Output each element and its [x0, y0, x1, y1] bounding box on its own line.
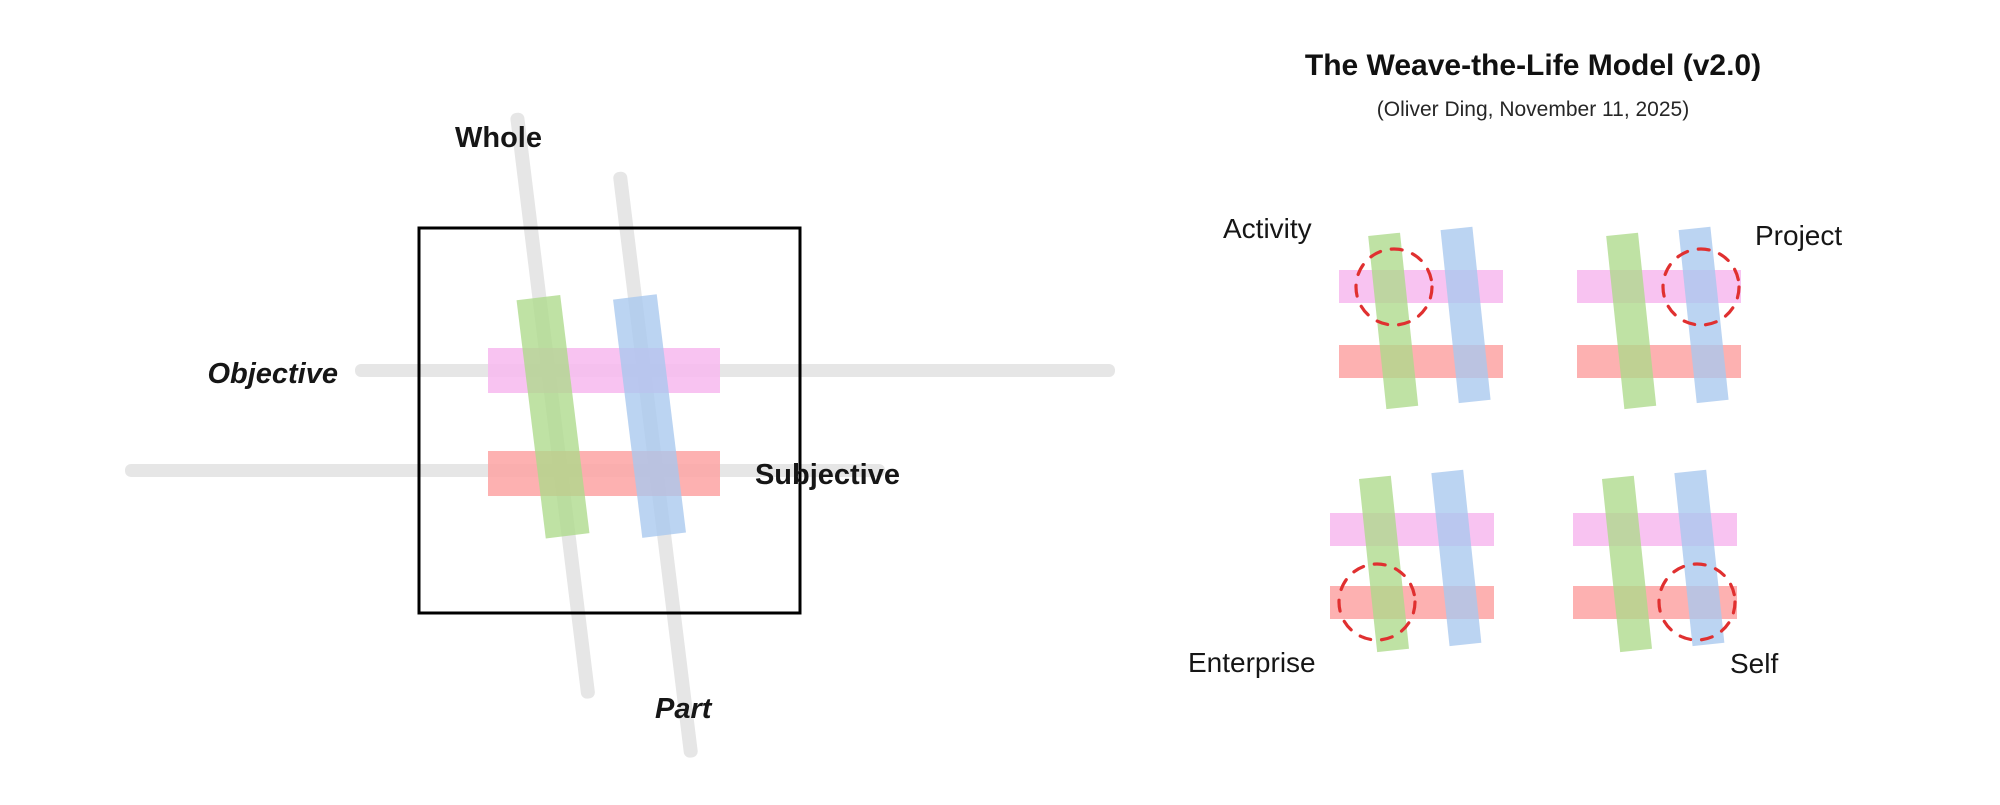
panel-project-highlight-circle — [1661, 247, 1741, 327]
panel-project-label: Project — [1755, 220, 1842, 251]
panel-self[interactable]: Self — [1573, 469, 1778, 679]
main-diagram-group: Whole Objective Subjective Part — [125, 112, 1115, 758]
panel-self-part-strand — [1674, 469, 1725, 647]
main-frame — [417, 226, 802, 615]
panel-enterprise-highlight-circle — [1337, 562, 1417, 642]
subjective-band — [488, 451, 720, 496]
panel-activity-highlight-circle — [1354, 247, 1434, 327]
panel-self-whole-strand — [1601, 475, 1652, 653]
header-group: The Weave-the-Life Model (v2.0) (Oliver … — [1305, 49, 1761, 121]
panel-activity[interactable]: Activity — [1223, 213, 1503, 410]
panel-activity-part-strand — [1440, 226, 1491, 404]
panel-enterprise-part-strand — [1431, 469, 1482, 647]
panel-self-label: Self — [1730, 648, 1778, 679]
panel-enterprise-label: Enterprise — [1188, 647, 1316, 678]
panel-project-whole-strand — [1606, 232, 1657, 410]
panel-activity-label: Activity — [1223, 213, 1312, 244]
objective-band — [488, 348, 720, 393]
label-part: Part — [655, 693, 713, 725]
panel-activity-whole-strand — [1368, 232, 1419, 410]
part-strand — [613, 294, 686, 538]
label-objective: Objective — [207, 358, 338, 390]
whole-strand — [516, 294, 590, 539]
label-whole: Whole — [455, 122, 542, 154]
panel-project[interactable]: Project — [1577, 220, 1842, 410]
page-subtitle: (Oliver Ding, November 11, 2025) — [1377, 98, 1689, 121]
objective-guide-line — [355, 364, 1115, 377]
page-title: The Weave-the-Life Model (v2.0) — [1305, 49, 1761, 82]
label-subjective: Subjective — [755, 459, 900, 491]
panel-project-part-strand — [1678, 226, 1729, 404]
panel-self-highlight-circle — [1657, 562, 1737, 642]
panel-enterprise[interactable]: Enterprise — [1188, 469, 1494, 678]
